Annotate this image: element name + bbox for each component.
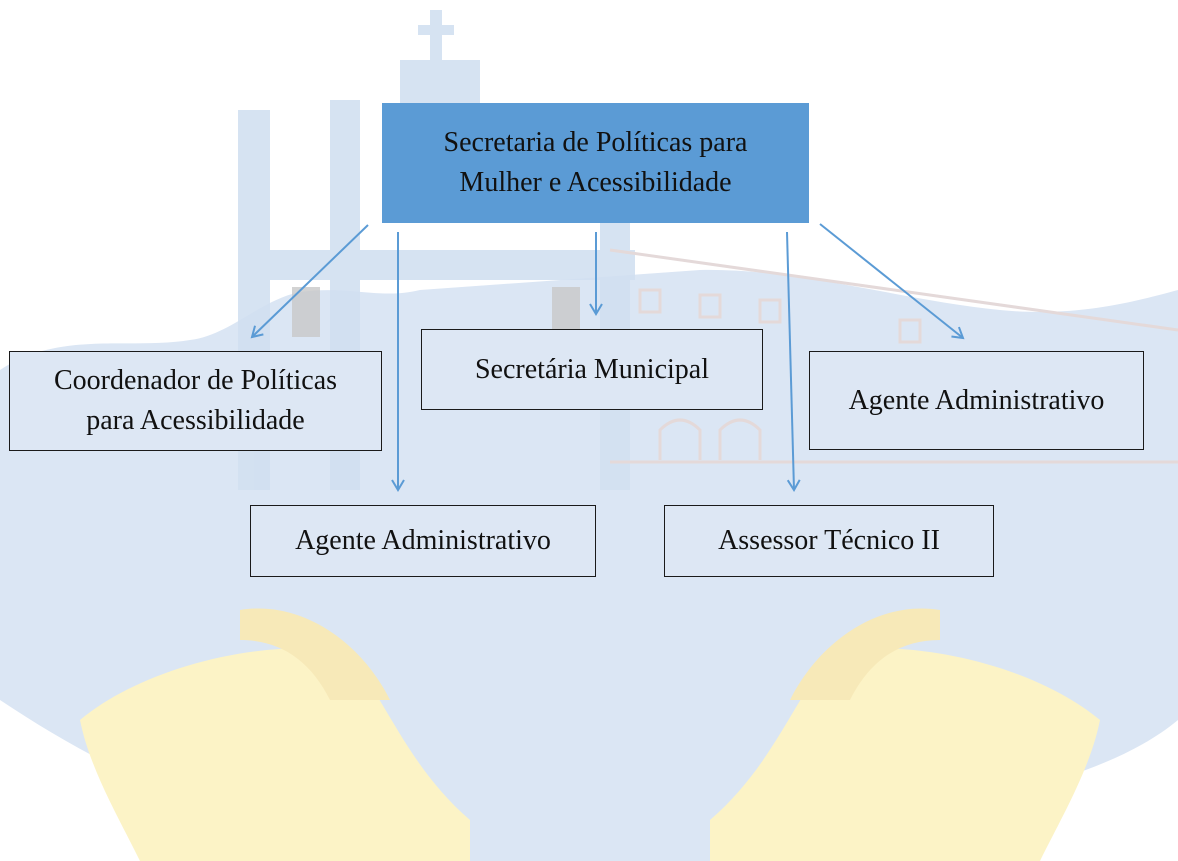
arrow-to-assessor (786, 231, 801, 492)
node-secretaria-politicas-text: Secretaria de Políticas para Mulher e Ac… (444, 123, 748, 203)
node-label-line: Coordenador de Políticas (53, 365, 338, 396)
watermark-right-hand (710, 648, 1100, 861)
node-agente-administrativo-right: Agente Administrativo (809, 351, 1144, 450)
node-label-line: para Acessibilidade (86, 405, 305, 436)
watermark-left-hand (80, 648, 470, 861)
watermark-right-arm (790, 608, 940, 700)
node-agente-administrativo-center: Agente Administrativo (250, 505, 596, 577)
node-label-line: Secretaria de Políticas para (443, 127, 748, 158)
node-label-line: Mulher e Acessibilidade (459, 167, 732, 198)
node-label: Agente Administrativo (295, 525, 551, 556)
node-coordenador-text: Coordenador de Políticas para Acessibili… (54, 361, 337, 441)
node-coordenador: Coordenador de Políticas para Acessibili… (9, 351, 382, 451)
node-label: Secretária Municipal (474, 353, 709, 385)
watermark-window-left (292, 287, 320, 337)
node-secretaria-politicas: Secretaria de Políticas para Mulher e Ac… (382, 103, 809, 223)
watermark-left-arm (240, 608, 390, 700)
arrow-to-agente-direita (819, 223, 965, 340)
watermark-window-right (552, 287, 580, 337)
arrow-to-coordenador (250, 224, 369, 339)
node-label: Assessor Técnico II (718, 525, 940, 556)
watermark-building (609, 248, 1178, 464)
node-secretaria-municipal: Secretária Municipal (421, 329, 763, 410)
node-assessor-tecnico: Assessor Técnico II (664, 505, 994, 577)
node-label: Agente Administrativo (848, 384, 1105, 416)
